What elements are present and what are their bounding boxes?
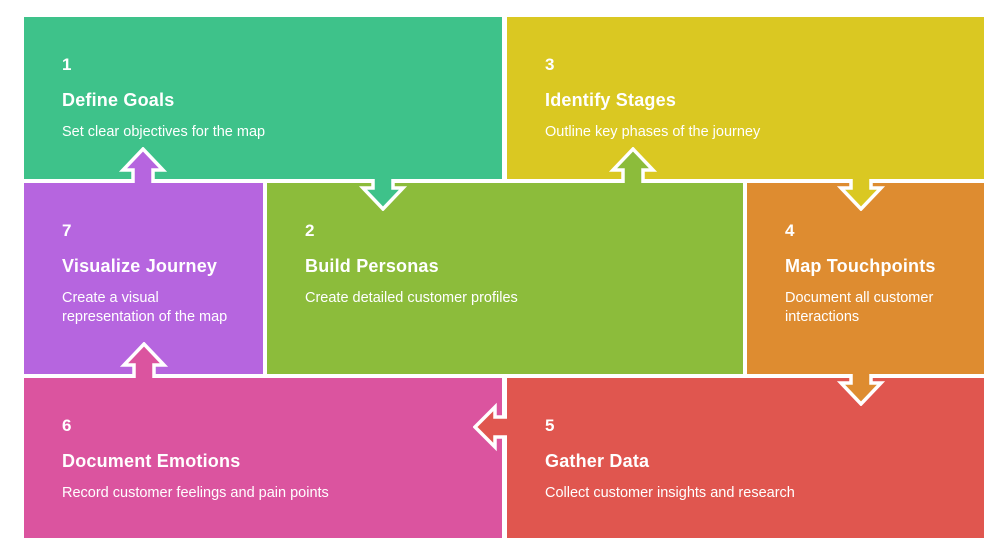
step-title: Identify Stages	[545, 90, 677, 110]
step-block-define-goals: 1 Define Goals Set clear objectives for …	[24, 17, 502, 179]
step-title: Document Emotions	[62, 451, 241, 471]
step-description: Record customer feelings and pain points	[62, 485, 329, 501]
step-description: Set clear objectives for the map	[62, 124, 266, 140]
step-title: Build Personas	[305, 256, 439, 276]
arrow-down-4-to-5-icon	[836, 374, 886, 406]
step-number: 3	[545, 55, 555, 74]
step-description: Create a visual representation of the ma…	[62, 290, 228, 325]
arrow-down-1-to-2-icon	[358, 179, 408, 211]
arrow-down-3-to-4-icon	[836, 179, 886, 211]
step-number: 4	[785, 221, 795, 240]
step-number: 7	[62, 221, 72, 240]
step-description: Collect customer insights and research	[545, 485, 795, 501]
step-number: 5	[545, 416, 555, 435]
step-description: Create detailed customer profiles	[305, 290, 518, 306]
arrow-up-6-to-7-icon	[119, 342, 169, 378]
step-number: 2	[305, 221, 315, 240]
step-description: Outline key phases of the journey	[545, 124, 761, 140]
step-title: Gather Data	[545, 451, 650, 471]
step-block-identify-stages: 3 Identify Stages Outline key phases of …	[507, 17, 984, 179]
step-title: Map Touchpoints	[785, 256, 936, 276]
step-title: Define Goals	[62, 90, 175, 110]
step-number: 6	[62, 416, 72, 435]
arrow-up-2-to-3-icon	[608, 147, 658, 183]
arrow-up-7-to-1-icon	[118, 147, 168, 183]
step-title: Visualize Journey	[62, 256, 218, 276]
step-description: Document all customer interactions	[785, 290, 934, 325]
step-block-map-touchpoints: 4 Map Touchpoints Document all customer …	[747, 183, 984, 374]
step-block-document-emotions: 6 Document Emotions Record customer feel…	[24, 378, 502, 538]
step-number: 1	[62, 55, 72, 74]
step-block-build-personas: 2 Build Personas Create detailed custome…	[267, 183, 743, 374]
arrow-left-5-to-6-icon	[473, 402, 507, 452]
step-block-gather-data: 5 Gather Data Collect customer insights …	[507, 378, 984, 538]
